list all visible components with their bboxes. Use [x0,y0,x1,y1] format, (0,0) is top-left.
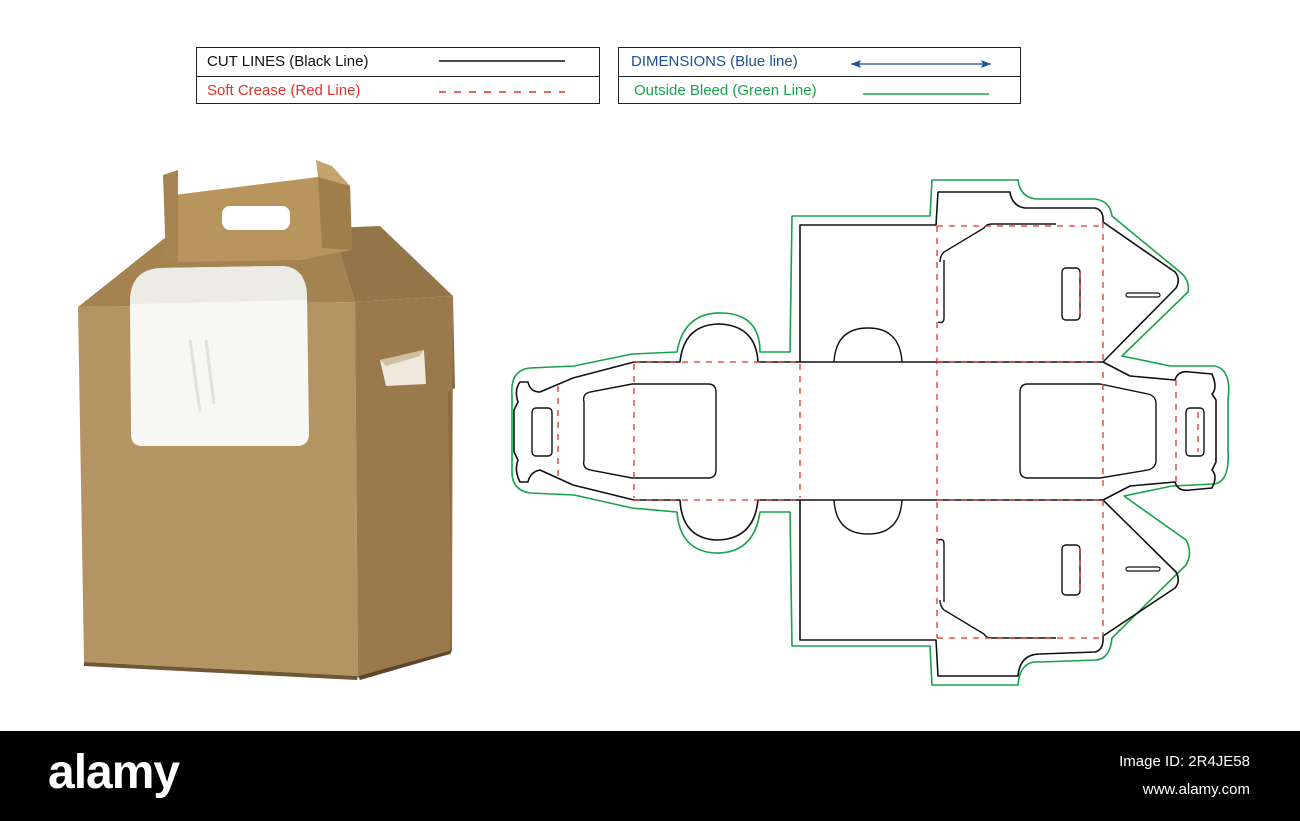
handle-slot-bottom [1061,544,1081,596]
cut-outline [513,191,1217,677]
legend-cut-label: CUT LINES (Black Line) [207,53,369,70]
window-right [1019,383,1157,479]
artwork [78,160,1230,686]
bleed-line-sample [863,93,989,95]
alamy-logo: alamy [48,746,180,799]
lock-slit-bottom [1125,566,1161,572]
image-id-label: Image ID: 2R4JE58 [1119,753,1250,770]
tuck-arc-bottom [833,499,903,535]
double-arrow-icon [851,60,991,68]
legend-row-crease: Soft Crease (Red Line) [197,76,599,105]
handle-slot-top [1061,267,1081,321]
cut-line-sample [439,60,565,62]
bleed-outline [511,179,1230,686]
watermark-banner: alamy Image ID: 2R4JE58 www.alamy.com [0,731,1300,821]
tuck-arc-top [833,327,903,363]
handle-hole [222,206,290,230]
box-roof-side [332,226,453,302]
site-url: www.alamy.com [1142,781,1250,798]
bottom-panel-inner [939,599,1056,639]
crease-lines [557,222,1199,639]
legend-box-guides: DIMENSIONS (Blue line) Outside Bleed (Gr… [618,47,1021,104]
dieline [511,179,1230,686]
top-panel-inner [939,223,1056,263]
legend-bleed-label: Outside Bleed (Green Line) [634,82,817,99]
box-window [130,266,309,446]
legend-box-lines: CUT LINES (Black Line) Soft Crease (Red … [196,47,600,104]
legend-row-dimensions: DIMENSIONS (Blue line) [619,48,1020,76]
legend-row-cut: CUT LINES (Black Line) [197,48,599,76]
lock-slit-top [1125,292,1161,298]
legend-row-bleed: Outside Bleed (Green Line) [619,76,1020,105]
box-side-face [355,296,453,676]
legend-dimensions-label: DIMENSIONS (Blue line) [631,53,798,70]
window-left [582,383,717,479]
legend-crease-label: Soft Crease (Red Line) [207,82,361,99]
box-mockup [78,160,455,680]
crease-line-sample [439,91,565,93]
handle-slot-right [1185,407,1205,457]
handle-slot-left [531,407,553,457]
